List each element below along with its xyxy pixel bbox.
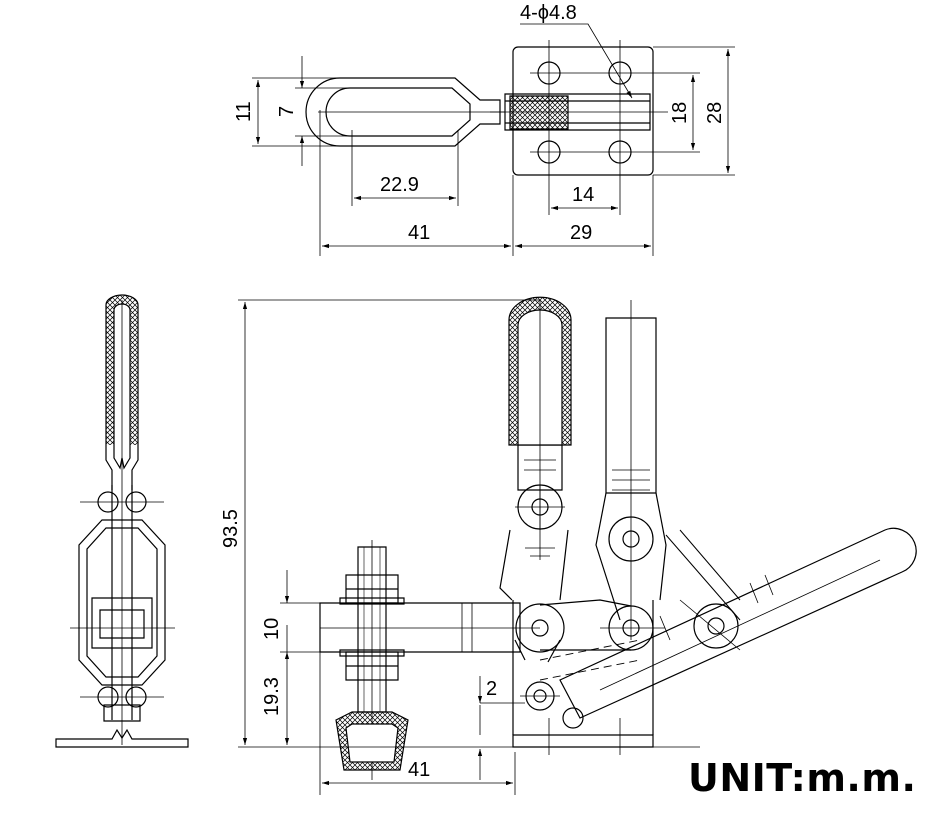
base-plate-front bbox=[513, 735, 653, 747]
dim-spindle-reach: 41 bbox=[408, 759, 430, 781]
dim-bar-elevation: 19.3 bbox=[261, 677, 283, 716]
body-side bbox=[79, 520, 165, 685]
side-view bbox=[56, 295, 188, 747]
hole-spec-label: 4-ϕ4.8 bbox=[520, 2, 577, 24]
front-view bbox=[238, 297, 916, 795]
dim-handle-length: 41 bbox=[408, 222, 430, 244]
top-view-labels: 4-ϕ4.8 11 7 22.9 41 29 14 18 28 bbox=[233, 2, 726, 244]
top-view bbox=[252, 24, 735, 256]
handle-top bbox=[306, 78, 500, 146]
dim-top-bar-inner: 7 bbox=[276, 106, 298, 117]
dim-base-depth: 28 bbox=[704, 102, 726, 124]
front-view-labels: 93.5 10 19.3 2 41 bbox=[220, 509, 497, 781]
dim-hole-pitch-x: 14 bbox=[572, 184, 594, 206]
dim-base-width: 29 bbox=[570, 222, 592, 244]
dim-top-bar-outer: 11 bbox=[233, 101, 255, 122]
dim-clearance: 2 bbox=[486, 678, 497, 700]
unit-label: UNIT:m.m. bbox=[688, 756, 917, 800]
handle-released-angled bbox=[560, 528, 916, 718]
base-foot-side bbox=[56, 730, 188, 747]
rubber-tip-top bbox=[510, 96, 568, 129]
dim-hole-pitch-y: 18 bbox=[669, 102, 691, 124]
clamp-bar bbox=[320, 603, 520, 652]
dim-handle-slot: 22.9 bbox=[380, 174, 419, 196]
dim-bar-height: 10 bbox=[261, 618, 283, 640]
dim-overall-height: 93.5 bbox=[220, 509, 242, 548]
